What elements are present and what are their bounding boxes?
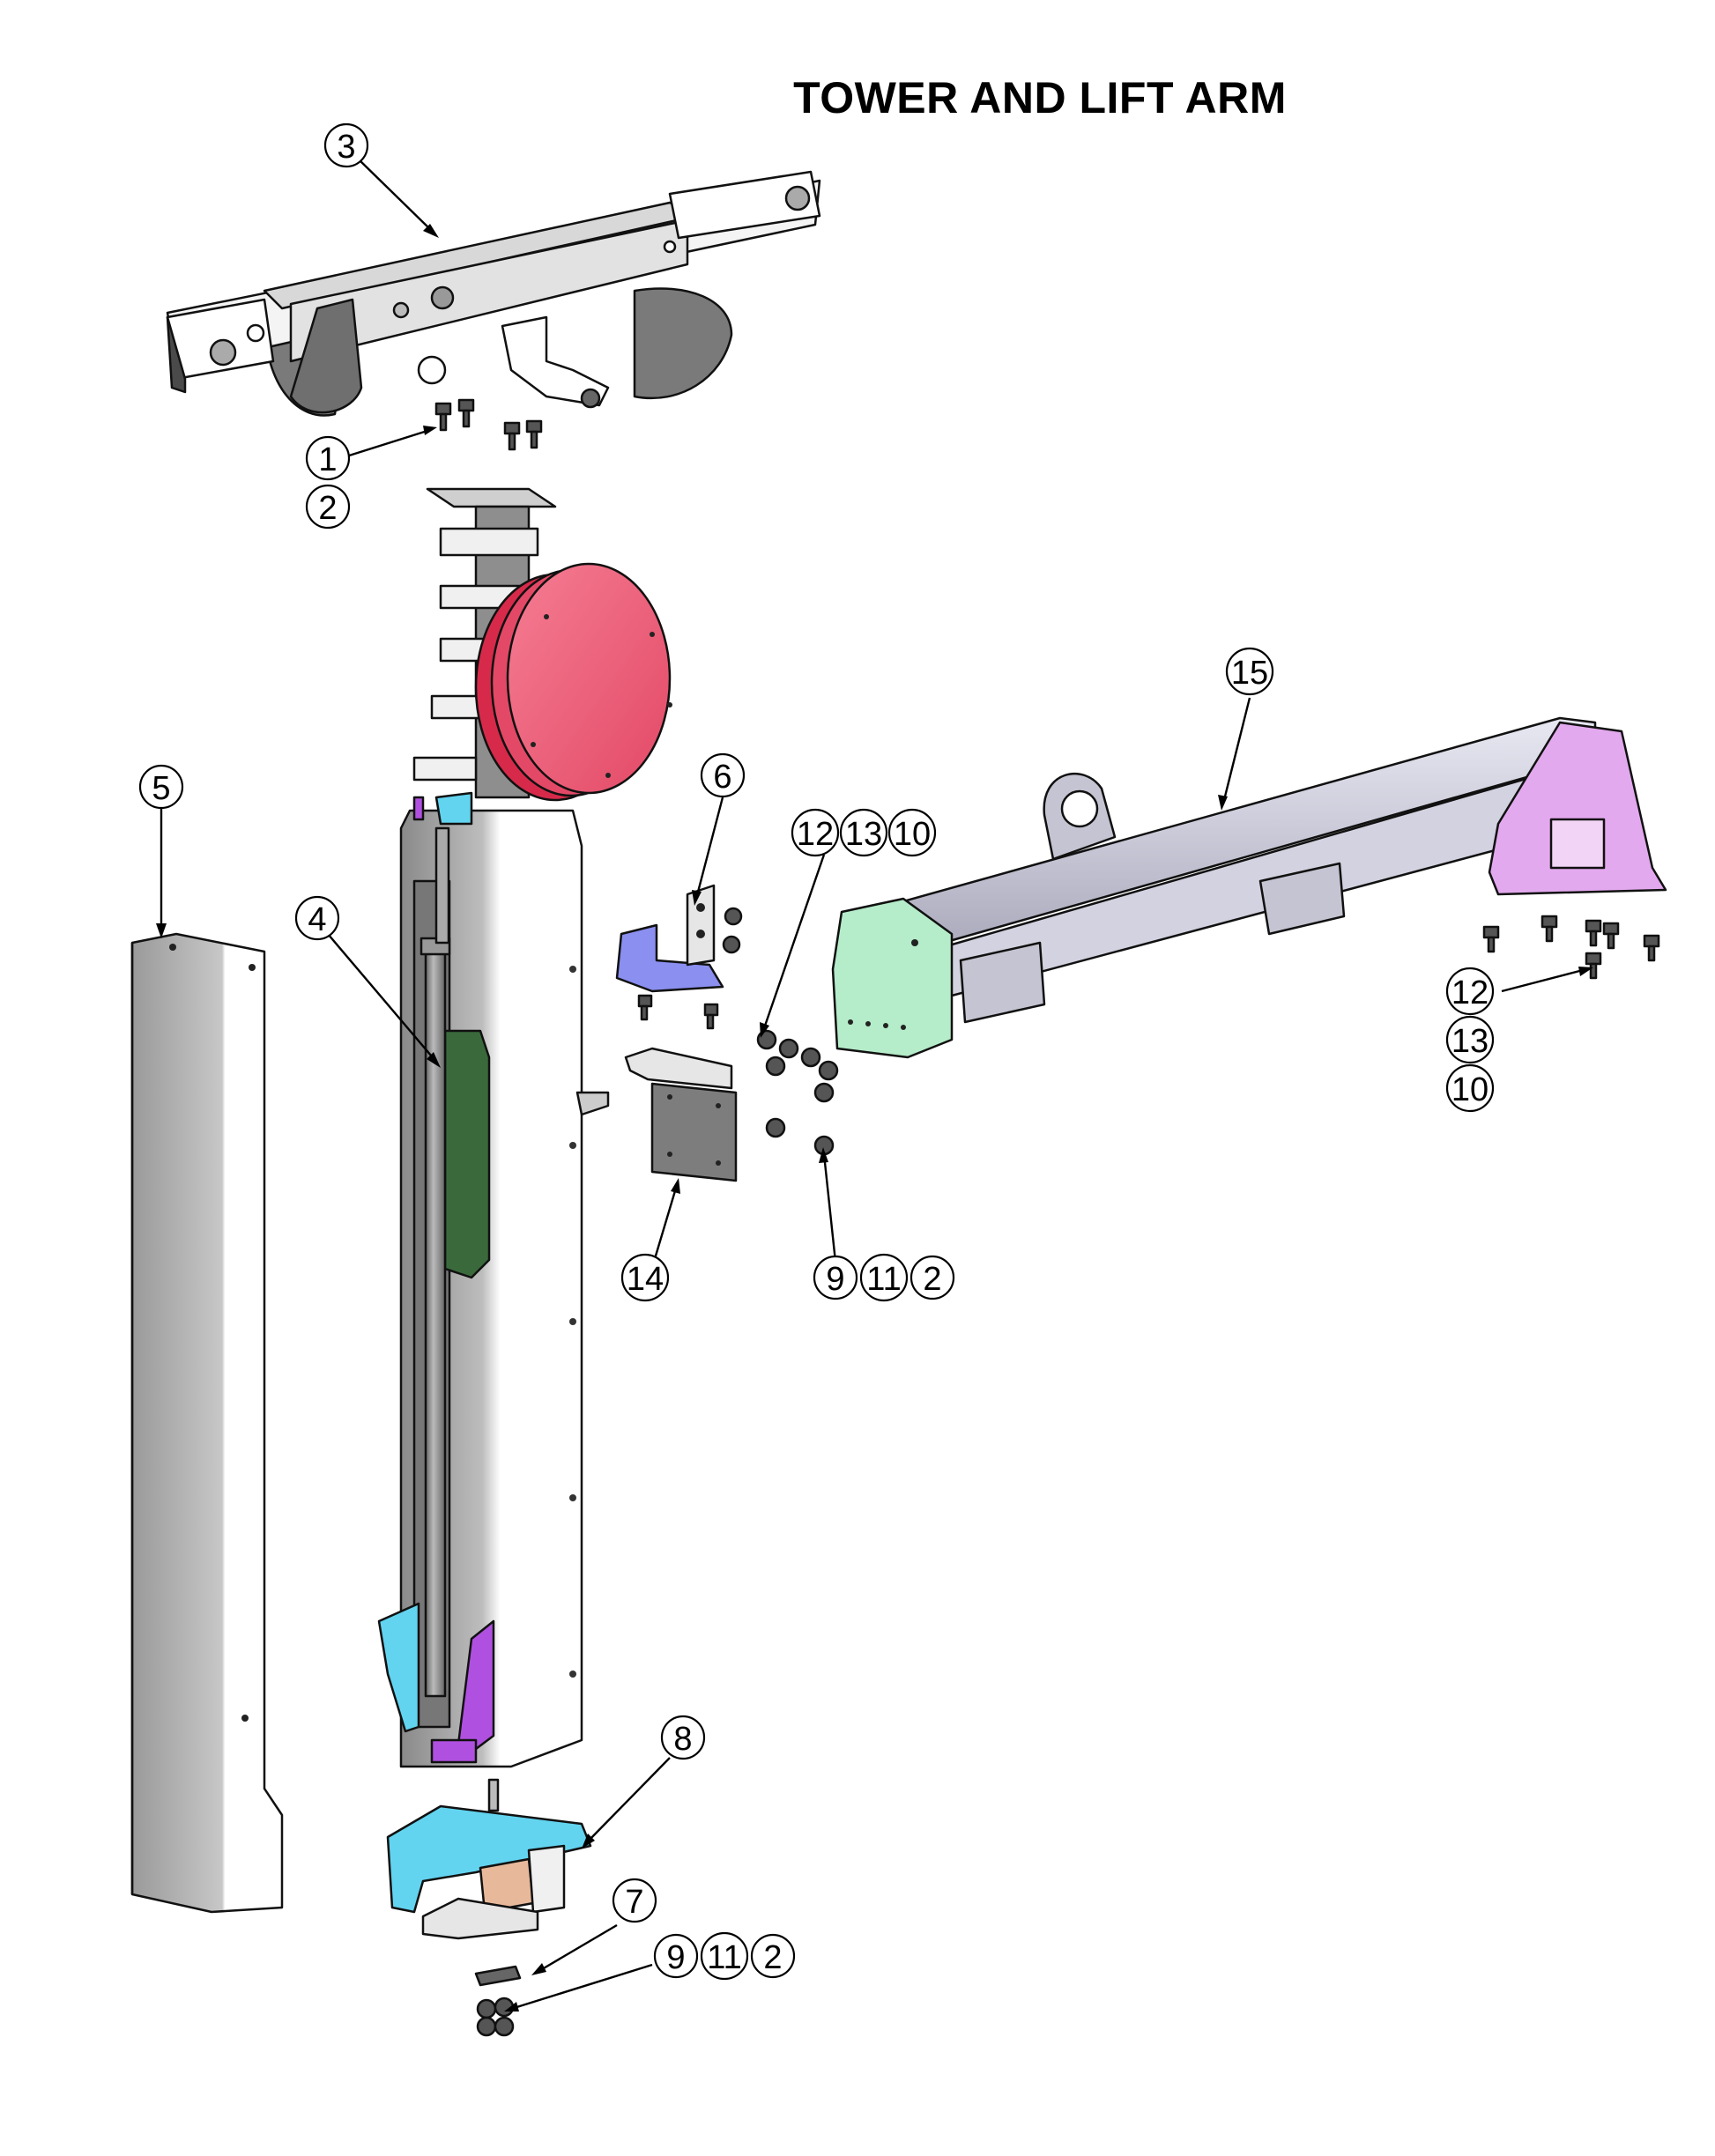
callout-label: 5 <box>152 770 170 807</box>
callout-label: 10 <box>1451 1071 1489 1108</box>
callout-label: 6 <box>713 759 731 796</box>
callout-2: 2 <box>750 1933 796 1979</box>
callout-8: 8 <box>660 1715 706 1760</box>
callout-4: 4 <box>294 895 340 941</box>
tower-cover-part-5 <box>130 932 284 1914</box>
lift-cylinder-part-4 <box>419 826 451 1698</box>
callout-label: 13 <box>1451 1023 1489 1060</box>
callout-5: 5 <box>138 764 184 810</box>
callout-label: 7 <box>625 1884 643 1921</box>
callout-label: 15 <box>1231 655 1268 692</box>
callout-label: 12 <box>797 816 834 853</box>
callout-12: 12 <box>791 808 840 857</box>
lift-arm-part-15 <box>831 716 1667 1059</box>
cable-drum <box>474 562 672 802</box>
callout-6: 6 <box>700 752 746 798</box>
top-carriage-part-3 <box>166 170 821 417</box>
callout-label: 12 <box>1451 974 1489 1011</box>
callout-label: 10 <box>894 816 931 853</box>
callout-2: 2 <box>305 484 351 530</box>
callout-label: 9 <box>666 1939 685 1976</box>
callout-label: 2 <box>763 1939 782 1976</box>
callout-3: 3 <box>323 122 369 168</box>
fastener-cluster <box>756 1029 839 1156</box>
bracket-part-6 <box>615 884 743 1030</box>
callout-10: 10 <box>887 808 937 857</box>
callout-11: 11 <box>859 1253 909 1302</box>
callout-label: 4 <box>308 901 326 938</box>
leader-lines <box>156 158 1593 2012</box>
carriage-fasteners <box>434 398 543 451</box>
callout-2: 2 <box>909 1255 955 1300</box>
callout-13: 13 <box>839 808 888 857</box>
callout-label: 8 <box>673 1721 692 1758</box>
callout-12: 12 <box>1445 967 1495 1016</box>
callout-1: 1 <box>305 435 351 481</box>
page-title: TOWER AND LIFT ARM <box>793 73 1287 122</box>
base-plate-part-8 <box>386 1778 592 1940</box>
callout-14: 14 <box>620 1253 670 1302</box>
callout-label: 14 <box>627 1261 664 1298</box>
callout-label: 11 <box>707 1939 741 1976</box>
callout-label: 3 <box>337 129 355 166</box>
callout-label: 11 <box>866 1261 901 1298</box>
callout-label: 2 <box>923 1261 941 1298</box>
arm-rear-fasteners <box>1482 915 1660 980</box>
mounting-plate-part-14 <box>624 1047 738 1182</box>
callout-13: 13 <box>1445 1015 1495 1064</box>
base-fasteners <box>476 1997 515 2037</box>
shim-part-7 <box>474 1965 522 1987</box>
callout-9: 9 <box>813 1255 858 1300</box>
callout-7: 7 <box>612 1878 657 1923</box>
callout-label: 9 <box>826 1261 844 1298</box>
callout-11: 11 <box>700 1931 749 1981</box>
callout-label: 2 <box>318 490 337 527</box>
callout-label: 13 <box>845 816 882 853</box>
callout-15: 15 <box>1225 647 1274 696</box>
callout-9: 9 <box>653 1933 699 1979</box>
callout-10: 10 <box>1445 1063 1495 1113</box>
callout-label: 1 <box>318 441 337 478</box>
